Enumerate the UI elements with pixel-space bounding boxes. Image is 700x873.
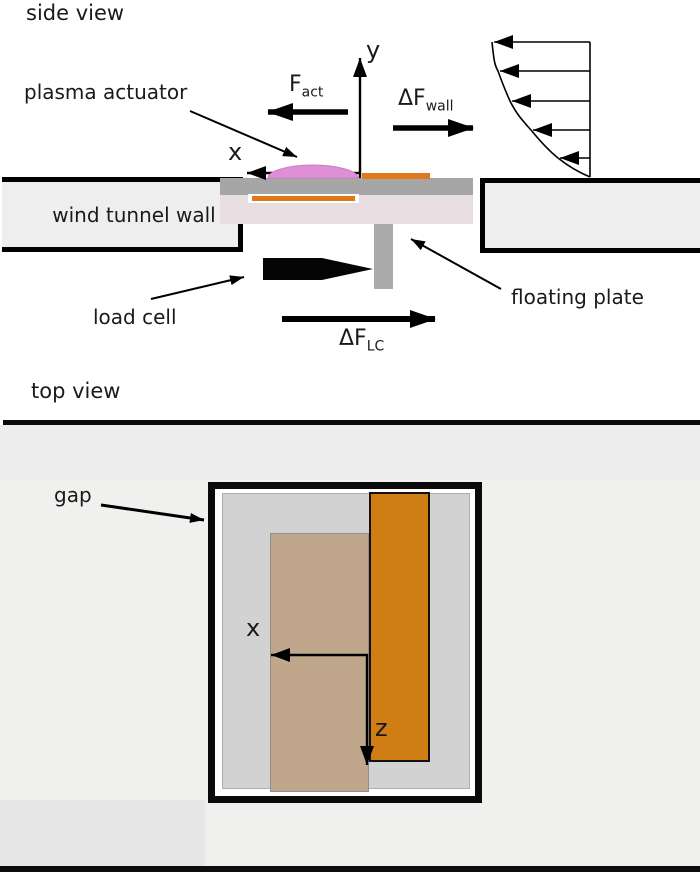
floating-plate-label: floating plate — [511, 285, 644, 309]
x-axis-top-label: x — [246, 614, 261, 642]
gap-arrow — [100, 503, 205, 523]
load-cell-arrow — [150, 275, 245, 300]
buried-electrode — [252, 196, 355, 201]
floating-plate-arrow — [410, 238, 502, 290]
x-axis-side-label: x — [228, 138, 243, 166]
load-cell-shape — [263, 258, 373, 280]
wind-tunnel-wall-left: wind tunnel wall — [2, 177, 243, 252]
top-view-band-upper — [0, 425, 700, 480]
top-view-wall-edge — [3, 420, 700, 425]
floating-plate-top-layer — [220, 178, 473, 195]
f-lc-label: ΔFLC — [339, 326, 385, 355]
side-view-title: side view — [26, 1, 125, 25]
load-cell-label: load cell — [93, 305, 177, 329]
velocity-profile — [491, 35, 591, 178]
f-wall-label: ΔFwall — [398, 86, 454, 115]
plasma-actuator-arrow — [189, 110, 298, 158]
gap-label: gap — [54, 483, 92, 507]
top-view-bottom-edge — [0, 866, 700, 872]
top-view-band-left-dark — [0, 800, 205, 866]
wind-tunnel-wall-label: wind tunnel wall — [52, 202, 216, 227]
exposed-electrode — [362, 173, 430, 179]
top-view-exposed-electrode — [369, 492, 430, 762]
top-view-title: top view — [31, 379, 121, 403]
plasma-region — [267, 164, 359, 179]
floating-plate-stem — [374, 224, 393, 289]
f-act-label: Fact — [289, 72, 324, 101]
top-view-buried-electrode — [270, 533, 369, 792]
y-axis-label: y — [366, 36, 381, 64]
z-axis-top-label: z — [375, 714, 388, 742]
wind-tunnel-wall-right — [480, 178, 700, 253]
plasma-actuator-label: plasma actuator — [24, 80, 188, 104]
